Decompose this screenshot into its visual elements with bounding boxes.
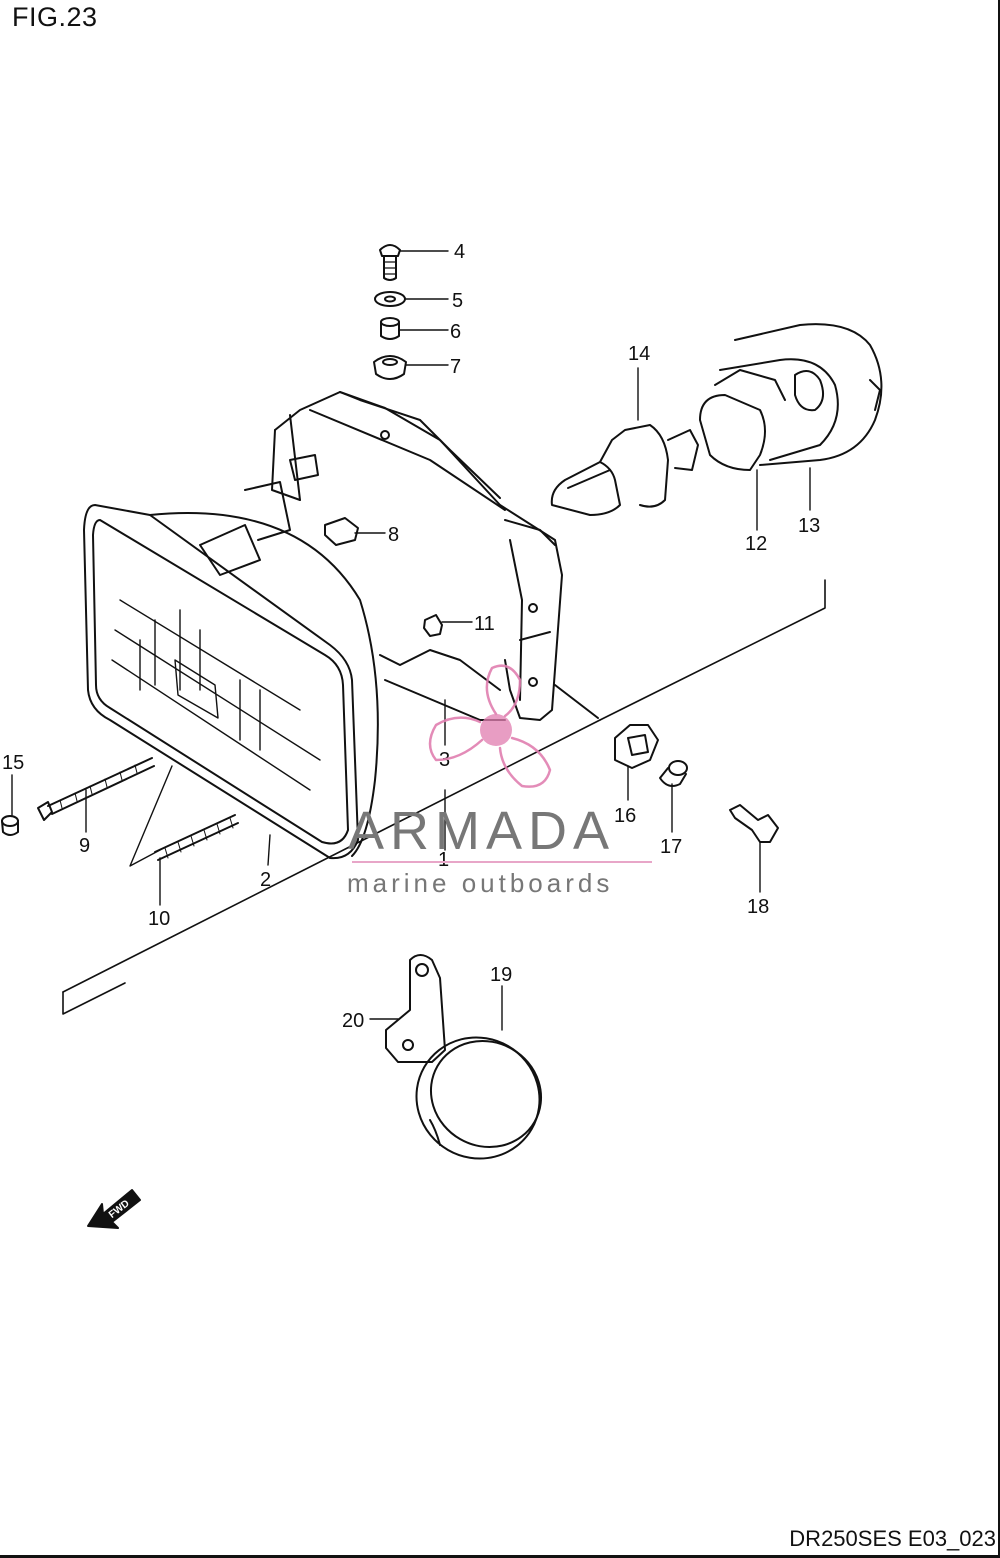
callout-numbers: 4 5 6 7 14 8 11 12 13 3 1 2 15 9 10 16 1…	[2, 241, 820, 1032]
bottom-rule	[0, 1555, 1000, 1558]
stay-20	[385, 954, 446, 1063]
callout-6: 6	[450, 321, 461, 343]
watermark-tagline: marine outboards	[347, 868, 614, 898]
socket-cover	[719, 323, 883, 466]
spring-10	[154, 814, 239, 861]
right-rule	[998, 0, 1000, 1558]
screw-9	[37, 757, 155, 821]
figure-code: DR250SES E03_023	[789, 1526, 996, 1551]
screw-4	[379, 244, 401, 281]
leader-lines	[11, 250, 811, 1031]
bolt-18	[729, 804, 779, 843]
callout-11: 11	[474, 613, 495, 635]
headlight-bulb	[550, 424, 699, 516]
assembly-bracket	[62, 579, 826, 1015]
bulb-socket	[699, 369, 786, 471]
watermark-divider	[352, 861, 652, 863]
headlight-unit	[83, 504, 379, 860]
clip-nut-8	[324, 517, 359, 546]
nut-11	[423, 614, 443, 637]
figure-title: FIG.23	[12, 2, 98, 32]
fwd-arrow	[87, 1189, 141, 1229]
callout-12: 12	[745, 533, 767, 555]
callout-17: 17	[660, 836, 682, 858]
callout-14: 14	[628, 343, 650, 365]
cushion-7	[373, 355, 407, 380]
headlight-housing	[199, 391, 599, 721]
callout-7: 7	[450, 356, 461, 378]
reflector-19	[415, 1036, 543, 1160]
callout-20: 20	[342, 1010, 364, 1032]
callout-10: 10	[148, 908, 170, 930]
cap-15	[1, 815, 19, 836]
grommet-16	[614, 724, 659, 769]
propeller-logo-icon	[428, 664, 552, 788]
callout-1: 1	[438, 849, 449, 871]
callout-9: 9	[79, 835, 90, 857]
callout-13: 13	[798, 515, 820, 537]
callout-19: 19	[490, 964, 512, 986]
callout-4: 4	[454, 241, 465, 263]
callout-5: 5	[452, 290, 463, 312]
callout-16: 16	[614, 805, 636, 827]
callout-18: 18	[747, 896, 769, 918]
watermark-brand: ARMADA	[348, 801, 616, 861]
callout-8: 8	[388, 524, 399, 546]
collar-6	[380, 317, 400, 340]
collar-17	[659, 760, 688, 787]
callout-15: 15	[2, 752, 24, 774]
callout-2: 2	[260, 869, 271, 891]
washer-5	[374, 291, 406, 307]
